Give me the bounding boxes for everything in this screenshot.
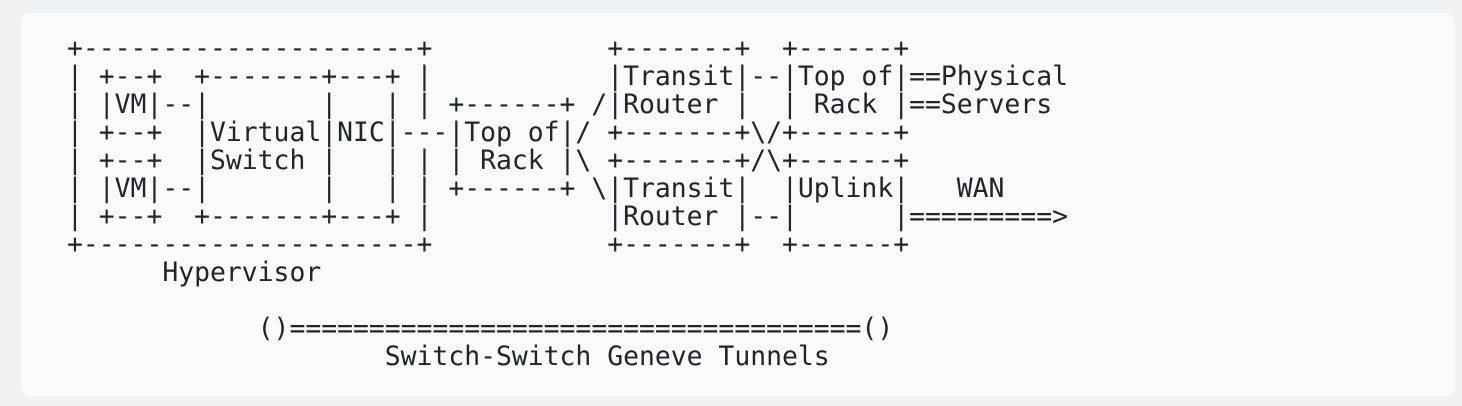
diagram-card: +---------------------+ +-------+ +-----… bbox=[21, 13, 1455, 396]
ascii-network-diagram: +---------------------+ +-------+ +-----… bbox=[67, 33, 1068, 372]
